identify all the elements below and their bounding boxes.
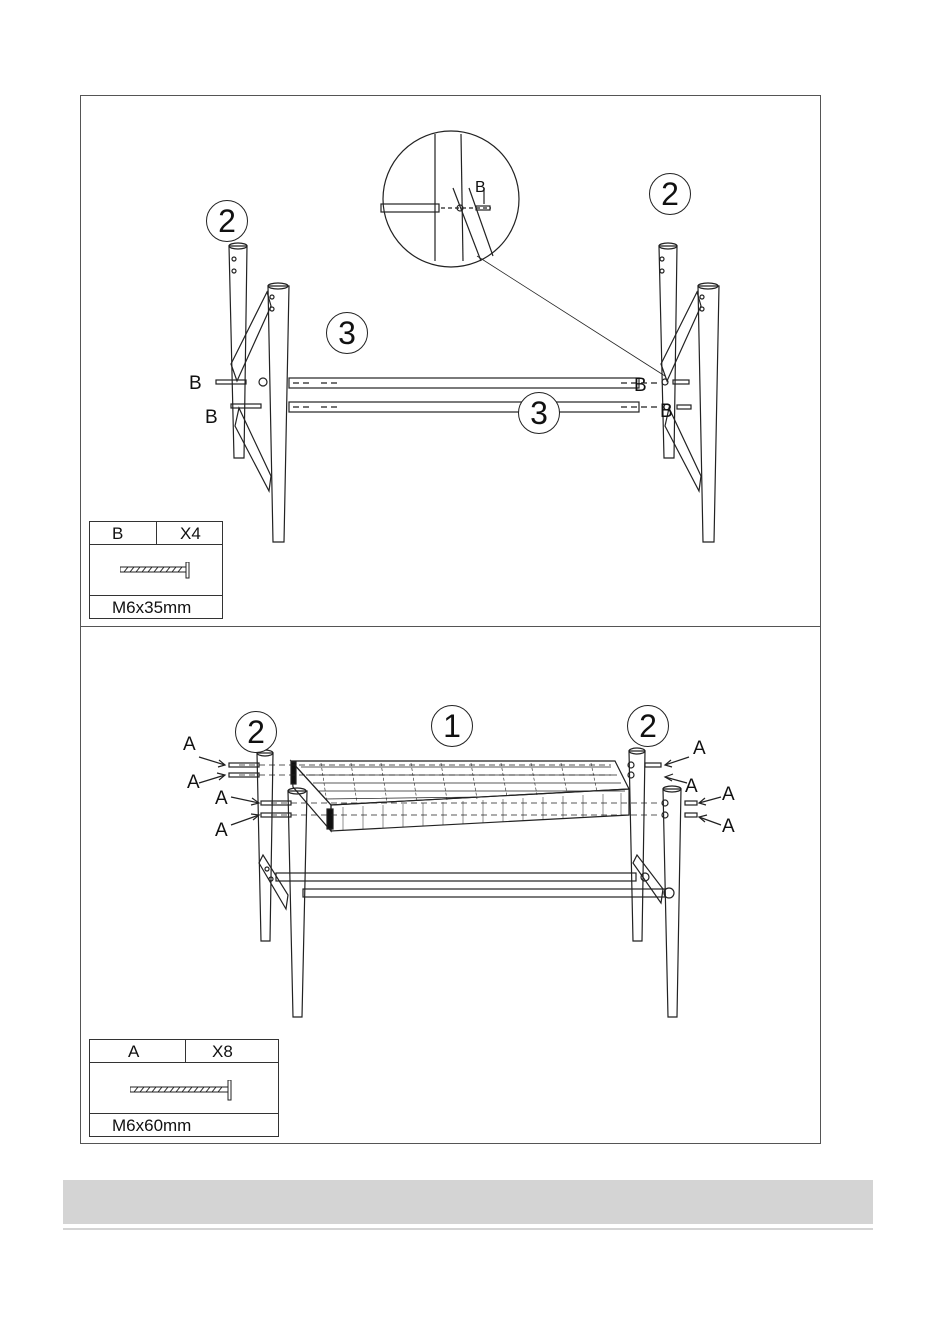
hardware-legend-b: B X4 M6x35mm — [89, 521, 223, 619]
legend-size: M6x35mm — [112, 598, 191, 618]
part-number-leg-right: 2 — [627, 705, 669, 747]
legend-code: A — [128, 1042, 139, 1062]
step1-panel: 2 2 3 3 B B B B B B X4 M6x35mm — [80, 95, 821, 627]
legend-code: B — [112, 524, 123, 544]
screw-label: A — [722, 817, 735, 836]
screw-a-icon — [130, 1080, 240, 1102]
legend-header: B X4 — [90, 522, 222, 545]
screw-label-detail: B — [475, 180, 486, 196]
screw-label: B — [660, 402, 673, 421]
screw-label: B — [205, 408, 218, 427]
hardware-legend-a: A X8 M6x60mm — [89, 1039, 279, 1137]
legend-footer: M6x60mm — [90, 1113, 278, 1136]
footer-bar — [63, 1180, 873, 1224]
part-number-leg-left: 2 — [235, 711, 277, 753]
legend-qty: X8 — [212, 1042, 233, 1062]
legend-header: A X8 — [90, 1040, 278, 1063]
screw-label: A — [183, 735, 196, 754]
screw-label: B — [189, 374, 202, 393]
part-number-seat: 1 — [431, 705, 473, 747]
part-number-rail-lower: 3 — [518, 392, 560, 434]
footer-rule — [63, 1228, 873, 1230]
screw-label: A — [685, 777, 698, 796]
part-number-leg-right: 2 — [649, 173, 691, 215]
screw-label: B — [634, 376, 647, 395]
part-number-leg-left: 2 — [206, 200, 248, 242]
legend-qty: X4 — [180, 524, 201, 544]
screw-b-icon — [120, 562, 200, 580]
part-number-rail-upper: 3 — [326, 312, 368, 354]
screw-label: A — [722, 785, 735, 804]
legend-size: M6x60mm — [112, 1116, 191, 1136]
screw-label: A — [215, 789, 228, 808]
screw-label: A — [187, 773, 200, 792]
screw-label: A — [693, 739, 706, 758]
legend-footer: M6x35mm — [90, 595, 222, 618]
screw-label: A — [215, 821, 228, 840]
step2-panel: 2 1 2 A A A A A A A A A X8 M6x60mm — [80, 626, 821, 1144]
